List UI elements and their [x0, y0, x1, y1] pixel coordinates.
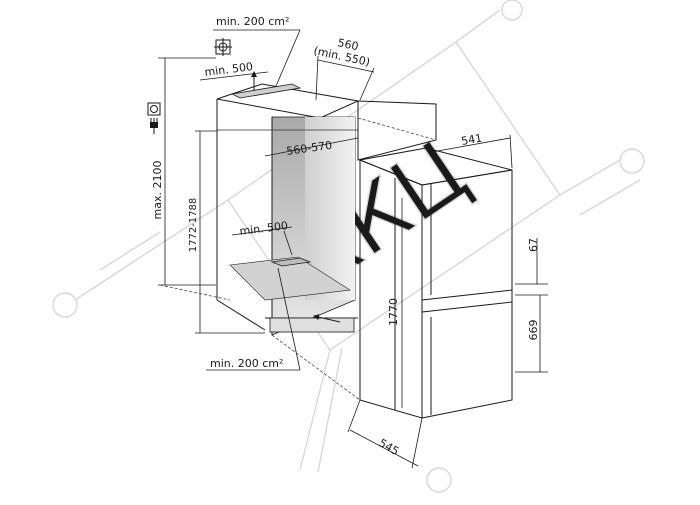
cabinet-niche	[216, 83, 360, 336]
airflow-arrow-icon	[251, 71, 341, 323]
depth-outer-label: 560	[336, 36, 359, 53]
upper-gap-label: 67	[527, 238, 540, 252]
power-socket-icon	[147, 102, 161, 116]
vent-top-area-label: min. 200 cm²	[216, 15, 289, 28]
plinth-width-label: min. 500	[239, 219, 289, 238]
open-cabinet-door	[357, 100, 437, 161]
dimension-labels: min. 200 cm² min. 500 560 (min. 550) 560…	[151, 15, 540, 458]
lower-door-label: 669	[527, 320, 540, 341]
vent-top-width-label: min. 500	[204, 60, 254, 79]
niche-width-label: 560-570	[286, 139, 333, 158]
power-plug-icon	[150, 118, 158, 134]
door-width-label: 541	[460, 132, 483, 148]
appliance-height-label: 1770	[387, 298, 400, 326]
niche-height-label: 1772-1788	[188, 198, 199, 253]
dimension-lines	[158, 29, 548, 469]
vent-bottom-area-label: min. 200 cm²	[210, 357, 283, 370]
max-height-label: max. 2100	[151, 161, 164, 220]
ventilation-symbol-icon	[214, 38, 232, 56]
